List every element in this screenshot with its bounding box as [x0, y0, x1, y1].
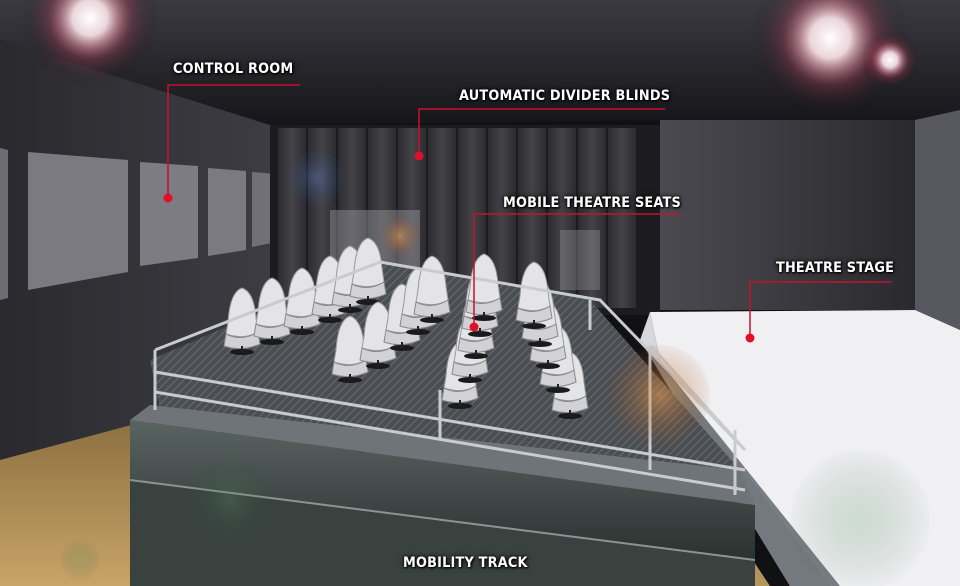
control-room-label: CONTROL ROOM	[173, 61, 294, 77]
theatre-seats-label: MOBILE THEATRE SEATS	[503, 195, 681, 211]
lens-flares	[20, 0, 930, 586]
mobility-track-label: MOBILITY TRACK	[403, 555, 528, 571]
callout-lines	[163, 84, 892, 343]
theatre-stage-label: THEATRE STAGE	[776, 260, 895, 276]
divider-blinds-label: AUTOMATIC DIVIDER BLINDS	[459, 88, 671, 104]
